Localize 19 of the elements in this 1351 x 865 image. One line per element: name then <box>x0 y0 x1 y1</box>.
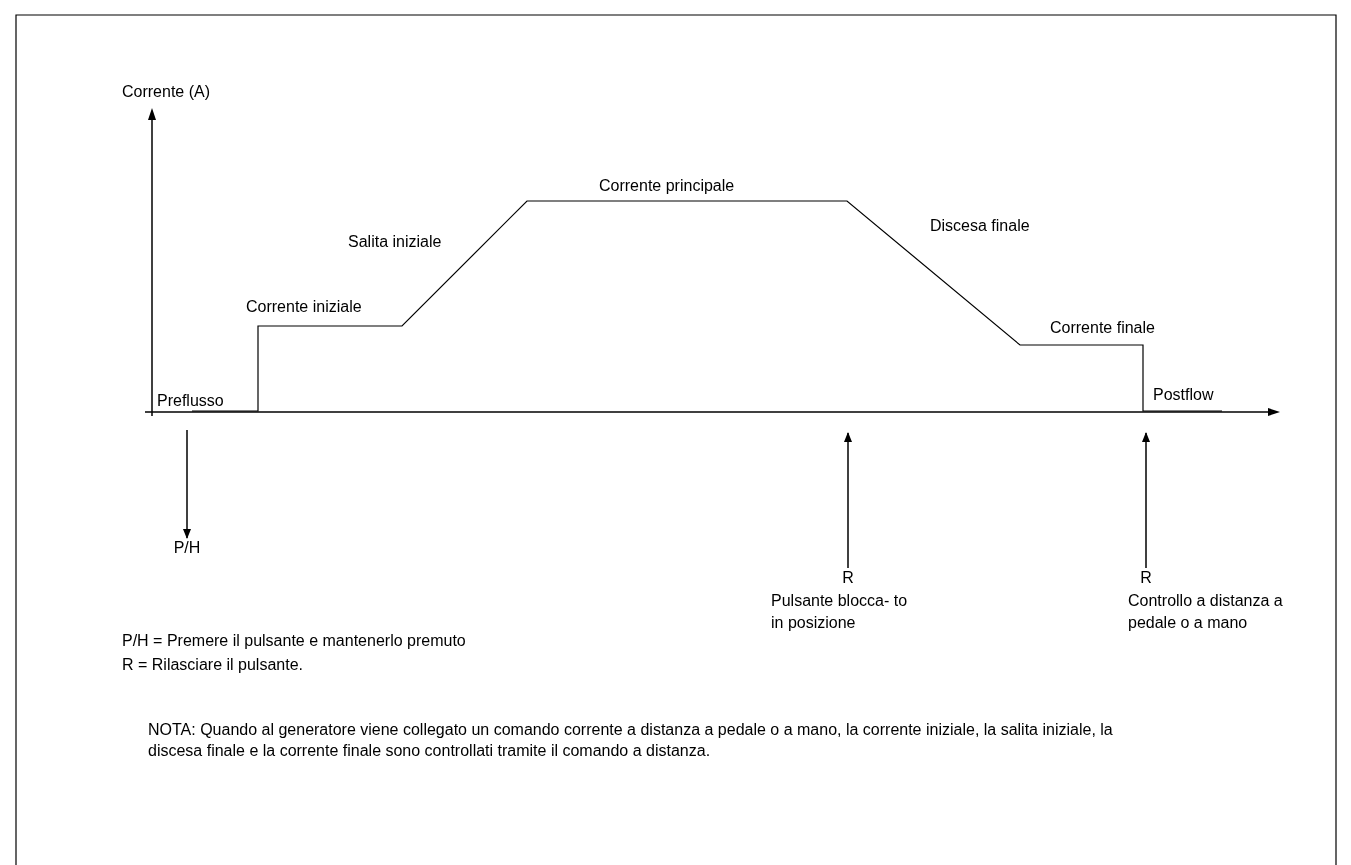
signal-label: R <box>842 568 854 587</box>
arrow <box>844 432 852 569</box>
signal-label: P/H <box>173 538 201 557</box>
segment-label: Discesa finale <box>930 216 1030 235</box>
segment-label: Preflusso <box>157 391 224 410</box>
segment-label: Corrente principale <box>599 176 735 195</box>
segment-label: Corrente finale <box>1050 318 1155 337</box>
legend-text: P/H = Premere il pulsante e mantenerlo premuto <box>122 631 466 650</box>
legend-text: R = Rilasciare il pulsante. <box>122 655 303 674</box>
axis-label: Corrente (A) <box>122 82 211 101</box>
action-description: Pulsante blocca- to in posizione <box>771 591 909 633</box>
action-description: Controllo a distanza a pedale o a mano <box>1128 591 1284 633</box>
signal-label: R <box>1140 568 1152 587</box>
segment-label: Salita iniziale <box>348 232 442 251</box>
arrow <box>183 429 191 539</box>
segment-label: Corrente iniziale <box>246 297 362 316</box>
note-text: NOTA: Quando al generatore viene collegato un comando corrente a distanza a pedale o a mano, la corrente iniziale, la salita iniziale, la discesa finale e la corrente finale sono controllati tramite il comando a distanza. <box>148 720 1114 761</box>
arrow <box>1142 432 1150 569</box>
segment-label: Postflow <box>1153 385 1214 404</box>
